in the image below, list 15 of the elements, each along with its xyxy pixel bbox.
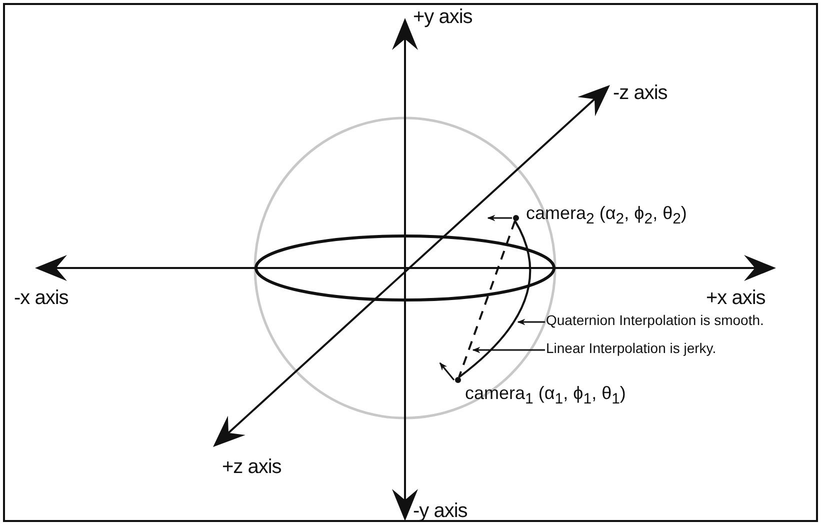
camera-label: camera$_{2}$ (α$_{2}$, ϕ$_{2}$, θ$_{2}$) [526, 204, 687, 228]
leader-line [472, 346, 545, 354]
axis-label: -x axis [14, 287, 68, 309]
camera-point [455, 377, 461, 383]
axis-label: +z axis [222, 456, 282, 478]
axis-label: +x axis [706, 287, 766, 309]
camera-point [513, 215, 519, 221]
leader-line [517, 318, 545, 326]
annotation-text: Quaternion Interpolation is smooth. [546, 313, 764, 328]
curved-path [458, 220, 532, 378]
axis-label: +y axis [413, 6, 472, 28]
annotation-text: Linear Interpolation is jerky. [546, 341, 716, 356]
dashed-path [458, 220, 516, 378]
axis-label: -z axis [613, 82, 668, 104]
camera-label: camera$_{1}$ (α$_{1}$, ϕ$_{1}$, θ$_{1}$) [465, 384, 626, 408]
